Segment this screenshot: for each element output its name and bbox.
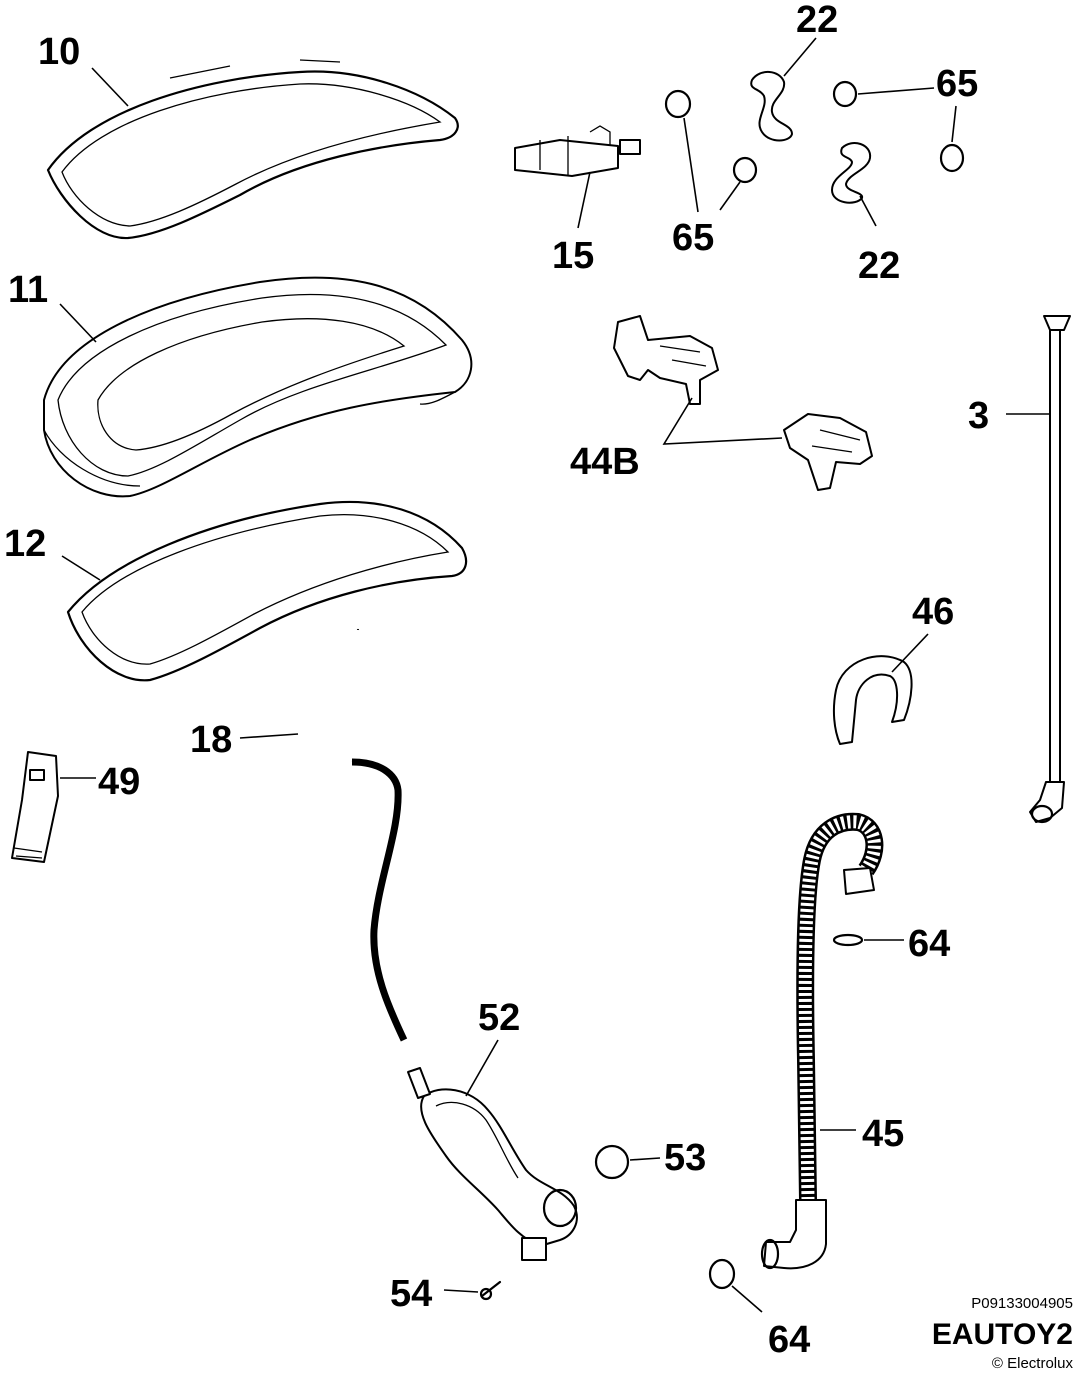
label-65-upper: 65 <box>936 63 978 105</box>
label-22-upper: 22 <box>796 0 838 41</box>
part-15-valve <box>514 125 641 177</box>
leader-65-d <box>951 105 957 143</box>
label-22-lower: 22 <box>858 245 900 287</box>
part-54-screw <box>479 1280 502 1301</box>
leader-22-lower <box>859 195 877 227</box>
part-49-bracket <box>11 751 59 863</box>
label-52: 52 <box>478 997 520 1039</box>
part-53-seal <box>594 1144 630 1180</box>
label-12: 12 <box>4 523 46 565</box>
part-46-clip <box>832 655 913 745</box>
part-10-gasket <box>46 59 459 240</box>
label-49: 49 <box>98 761 140 803</box>
leader-52 <box>465 1039 499 1097</box>
part-22-hose-upper <box>750 71 793 142</box>
leader-10 <box>91 67 129 107</box>
label-64-lower: 64 <box>768 1319 810 1361</box>
leader-53 <box>629 1157 661 1161</box>
part-12-gasket <box>66 500 468 682</box>
model-code: EAUTOY2 <box>931 1318 1073 1351</box>
part-18-hose <box>300 628 408 1042</box>
label-11: 11 <box>8 269 48 311</box>
leader-15 <box>577 171 591 229</box>
part-11-tub-seal <box>43 276 473 498</box>
part-52-pump-housing <box>407 1067 578 1261</box>
leader-54 <box>443 1289 479 1293</box>
label-15: 15 <box>552 235 594 277</box>
reference-number: P09133004905 <box>971 1295 1073 1312</box>
label-46: 46 <box>912 591 954 633</box>
leader-64-lower <box>731 1285 763 1313</box>
label-54: 54 <box>390 1273 432 1315</box>
leader-44b <box>662 397 783 445</box>
part-3-rod <box>1029 315 1071 824</box>
label-53: 53 <box>664 1137 706 1179</box>
leader-12 <box>61 555 101 581</box>
leader-22-upper <box>783 37 817 77</box>
part-65-washers <box>664 80 965 184</box>
leader-65-c <box>857 87 935 95</box>
copyright: © Electrolux <box>991 1355 1073 1372</box>
label-44b: 44B <box>570 441 640 483</box>
leader-18 <box>239 733 299 739</box>
leader-11 <box>59 303 97 343</box>
label-18: 18 <box>190 719 232 761</box>
leader-46 <box>891 633 929 673</box>
label-45: 45 <box>862 1113 904 1155</box>
label-3: 3 <box>968 395 989 437</box>
part-64-clamps <box>708 933 864 1290</box>
label-10: 10 <box>38 31 80 73</box>
label-65-lower: 65 <box>672 217 714 259</box>
leader-65-b <box>719 181 741 211</box>
leader-65-a <box>683 117 699 213</box>
part-45-drain-hose <box>760 812 884 1270</box>
part-22-hose-lower <box>831 142 872 204</box>
part-44b-brackets <box>613 315 873 491</box>
label-64-upper: 64 <box>908 923 950 965</box>
